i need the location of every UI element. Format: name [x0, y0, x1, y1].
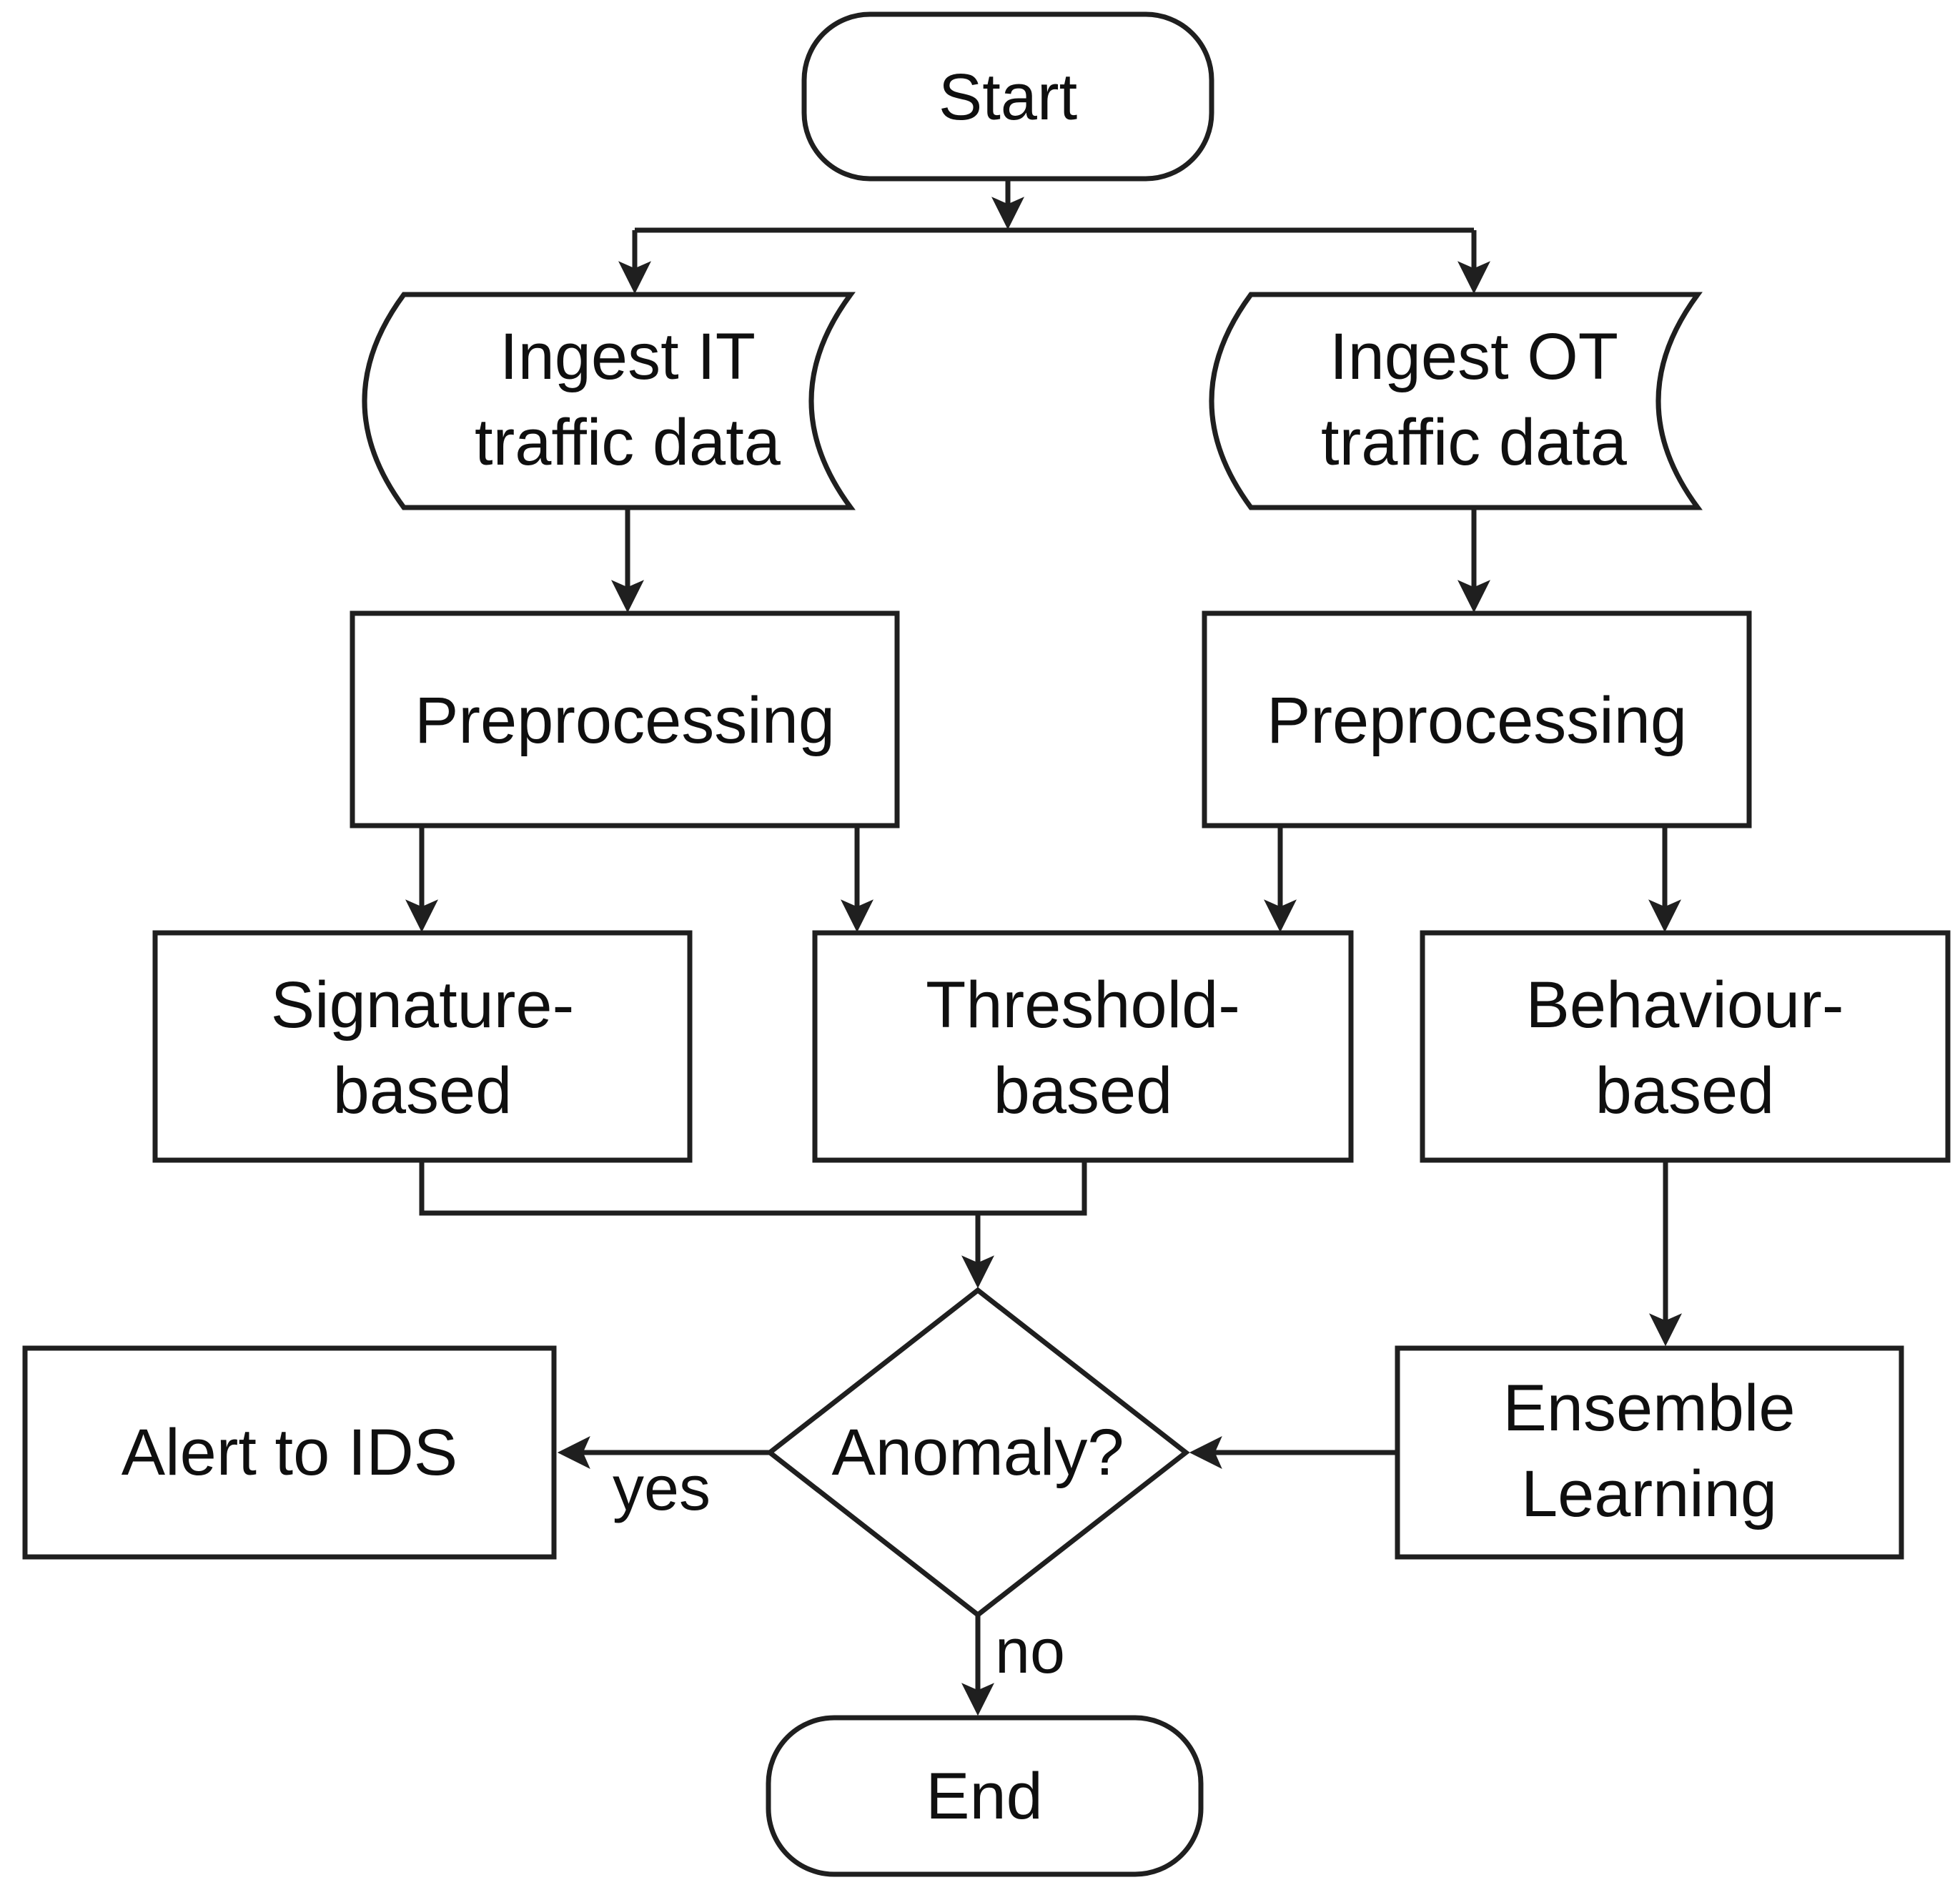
node-end-label: End [926, 1760, 1043, 1833]
node-ensemble-label-line2: Learning [1521, 1458, 1777, 1530]
process-behaviour-shape [1420, 930, 1951, 1163]
node-anomaly-decision: Anomaly? [766, 1287, 1190, 1618]
node-alert-label: Alert to IDS [122, 1416, 457, 1489]
terminator-end-shape [766, 1715, 1204, 1877]
node-behaviour-based: Behaviour- based [1420, 930, 1951, 1163]
stored-data-ingest-ot-shape [1209, 292, 1703, 510]
node-threshold-label-line1: Threshold- [926, 969, 1240, 1042]
node-start-label: Start [939, 61, 1077, 134]
node-ingest-ot-label-line1: Ingest OT [1330, 320, 1618, 393]
decision-anomaly-shape [766, 1287, 1190, 1618]
node-behaviour-label-line1: Behaviour- [1526, 969, 1844, 1042]
node-end: End [766, 1715, 1204, 1877]
process-preprocessing-it-shape [350, 610, 900, 828]
node-ingest-it-label-line2: traffic data [475, 406, 781, 479]
node-alert-to-ids: Alert to IDS [22, 1345, 557, 1560]
node-signature-based: Signature- based [152, 930, 693, 1163]
node-signature-label-line1: Signature- [271, 969, 574, 1042]
node-ingest-ot: Ingest OT traffic data [1209, 292, 1703, 510]
process-threshold-shape [812, 930, 1354, 1163]
edge-merge-signature-threshold [419, 1160, 1087, 1216]
node-start: Start [801, 11, 1214, 182]
process-alert-shape [22, 1345, 557, 1560]
edges: yes no [405, 179, 1682, 1716]
node-anomaly-label: Anomaly? [831, 1416, 1124, 1489]
node-threshold-label-line2: based [994, 1054, 1173, 1127]
node-signature-label-line2: based [333, 1054, 513, 1127]
terminator-start-shape [801, 11, 1214, 182]
node-ensemble-label-line1: Ensemble [1503, 1372, 1795, 1445]
edge-label-no: no [995, 1616, 1065, 1686]
node-preprocessing-it: Preprocessing [350, 610, 900, 828]
node-preprocessing-ot-label: Preprocessing [1267, 684, 1687, 757]
node-ensemble-learning: Ensemble Learning [1395, 1345, 1904, 1560]
node-ingest-it: Ingest IT traffic data [362, 292, 856, 510]
node-preprocessing-ot: Preprocessing [1202, 610, 1752, 828]
process-ensemble-shape [1395, 1345, 1904, 1560]
stored-data-ingest-it-shape [362, 292, 856, 510]
node-threshold-based: Threshold- based [812, 930, 1354, 1163]
edge-label-yes: yes [613, 1453, 711, 1523]
node-behaviour-label-line2: based [1595, 1054, 1775, 1127]
process-preprocessing-ot-shape [1202, 610, 1752, 828]
node-preprocessing-it-label: Preprocessing [415, 684, 835, 757]
node-ingest-it-label-line1: Ingest IT [500, 320, 756, 393]
process-signature-shape [152, 930, 693, 1163]
node-ingest-ot-label-line2: traffic data [1321, 406, 1628, 479]
